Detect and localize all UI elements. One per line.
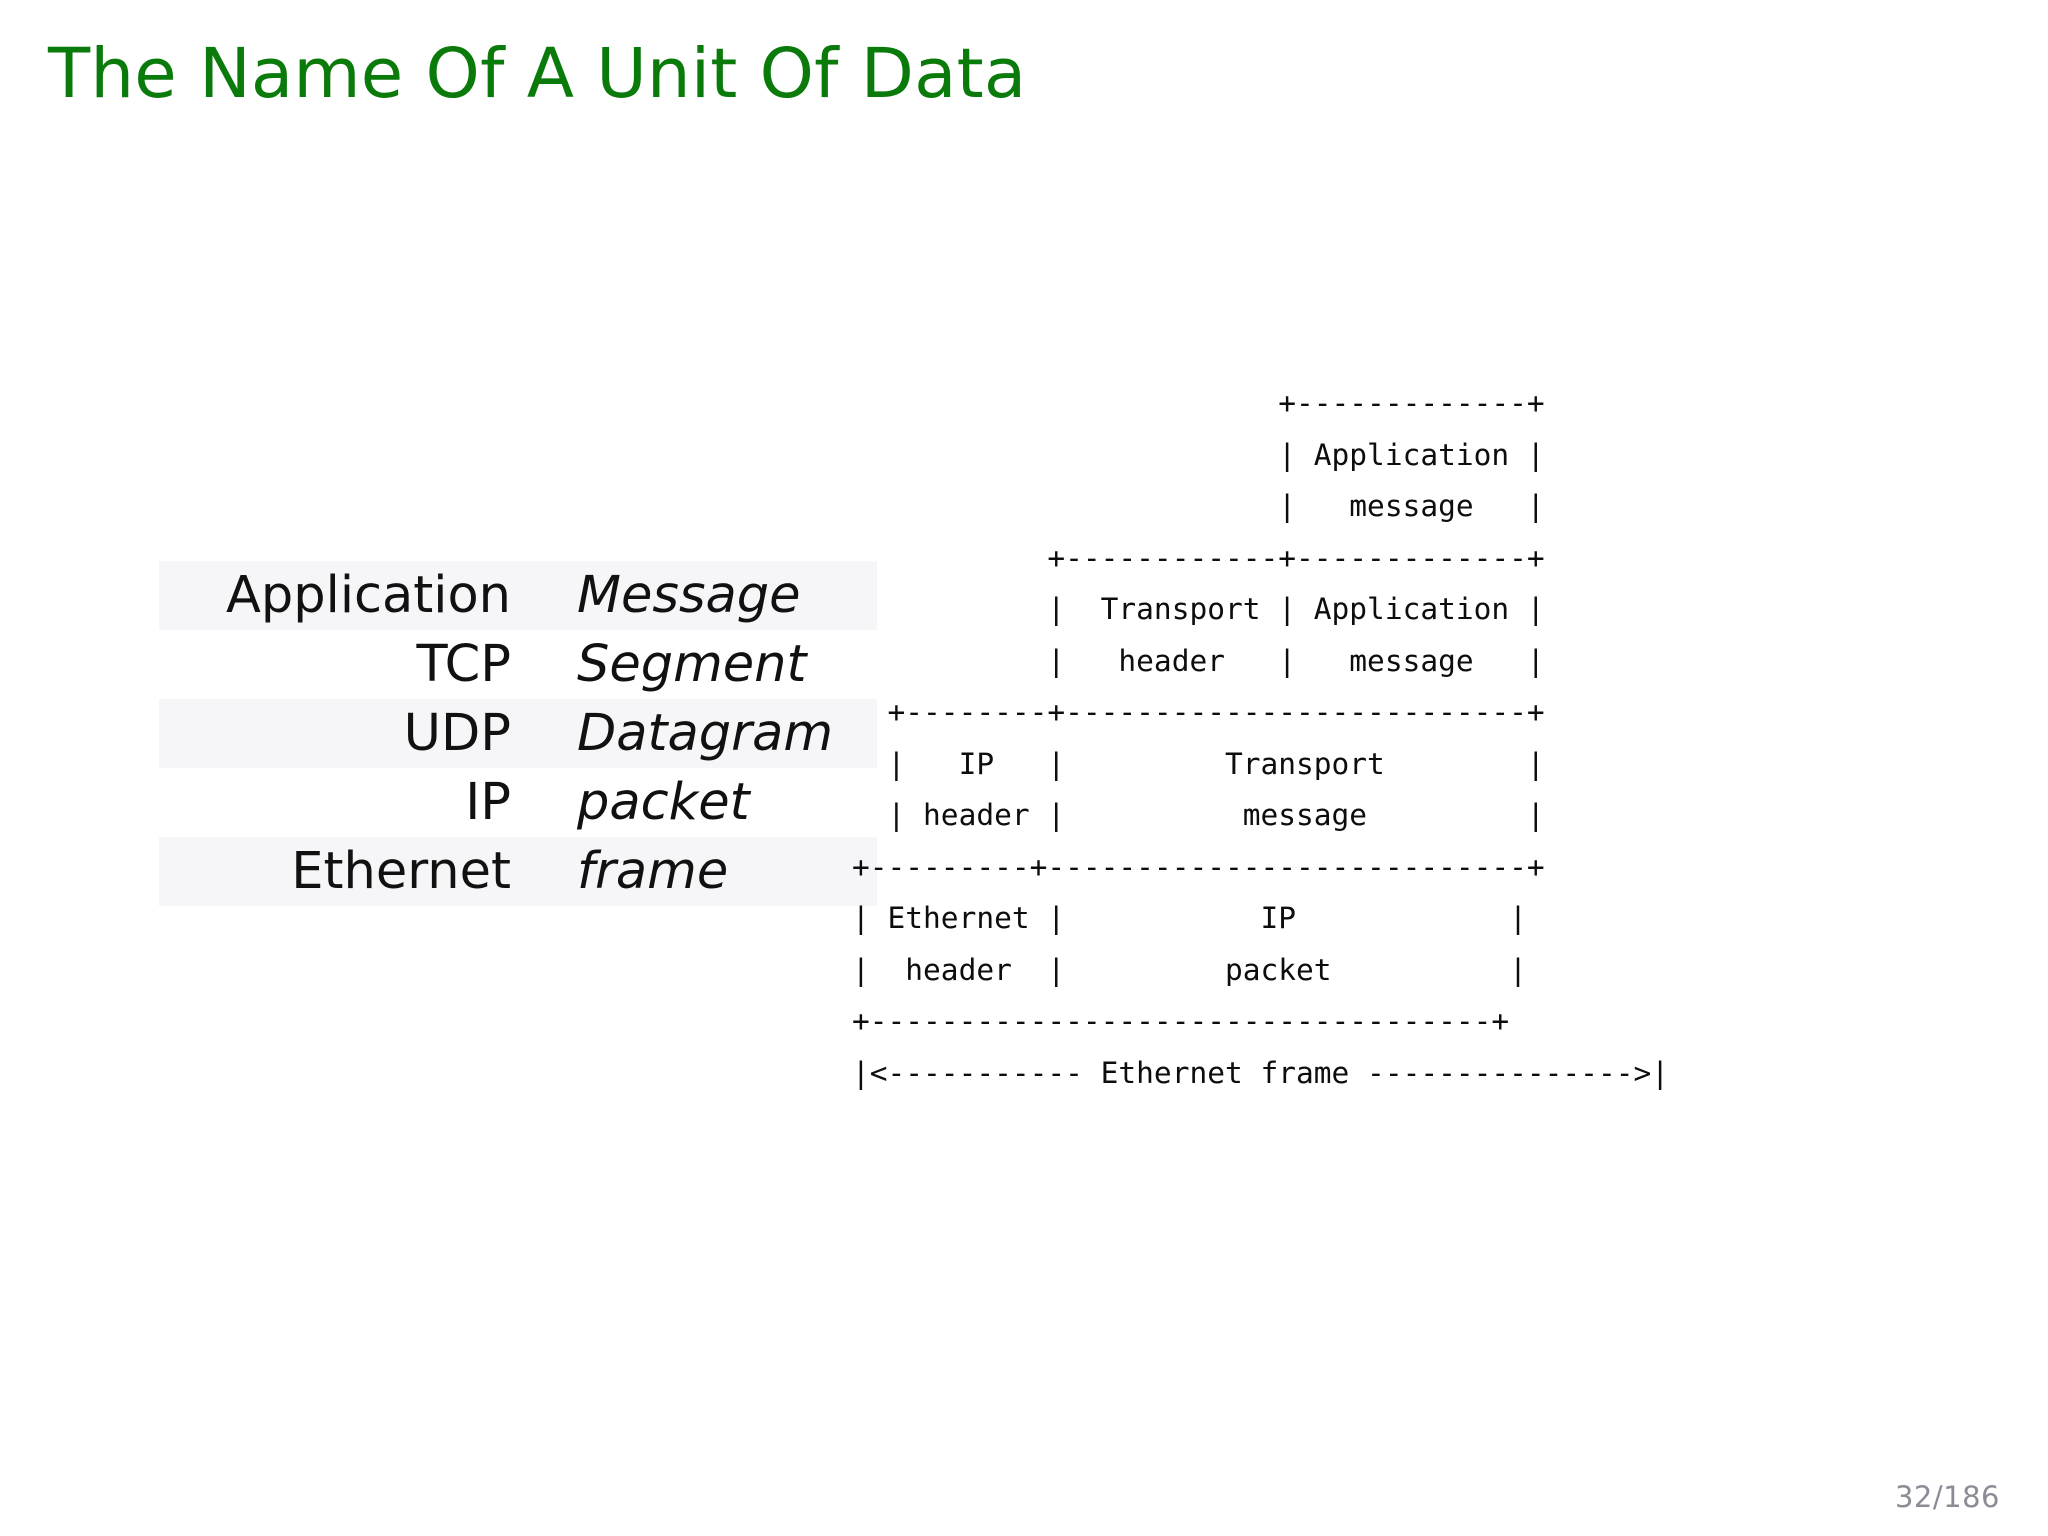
page-number: 32/186 xyxy=(1894,1480,2000,1514)
table-row: IP packet xyxy=(159,768,877,837)
table-cell-unit-name: Message xyxy=(511,561,877,630)
table-row: TCP Segment xyxy=(159,630,877,699)
table-cell-layer: IP xyxy=(465,773,511,832)
table-cell-unit-name: packet xyxy=(577,773,750,832)
unit-name-table-body: Application Message TCP Segment UDP Data… xyxy=(159,561,877,906)
table-cell-layer: UDP xyxy=(159,699,511,768)
unit-name-table: Application Message TCP Segment UDP Data… xyxy=(159,561,877,906)
table-cell-layer: Application xyxy=(159,561,511,630)
table-cell-layer: Ethernet xyxy=(159,837,511,906)
table-cell-unit-name: frame xyxy=(511,837,877,906)
table-row: Application Message xyxy=(159,561,877,630)
table-cell-layer: TCP xyxy=(416,635,511,694)
table-row: Ethernet frame xyxy=(159,837,877,906)
page-title: The Name Of A Unit Of Data xyxy=(48,34,1027,114)
table-cell-unit-name: Segment xyxy=(577,635,807,694)
table-row: UDP Datagram xyxy=(159,699,877,768)
encapsulation-ascii-diagram: +-------------+ | Application | | messag… xyxy=(852,386,1669,1090)
table-cell-unit-name: Datagram xyxy=(511,699,877,768)
